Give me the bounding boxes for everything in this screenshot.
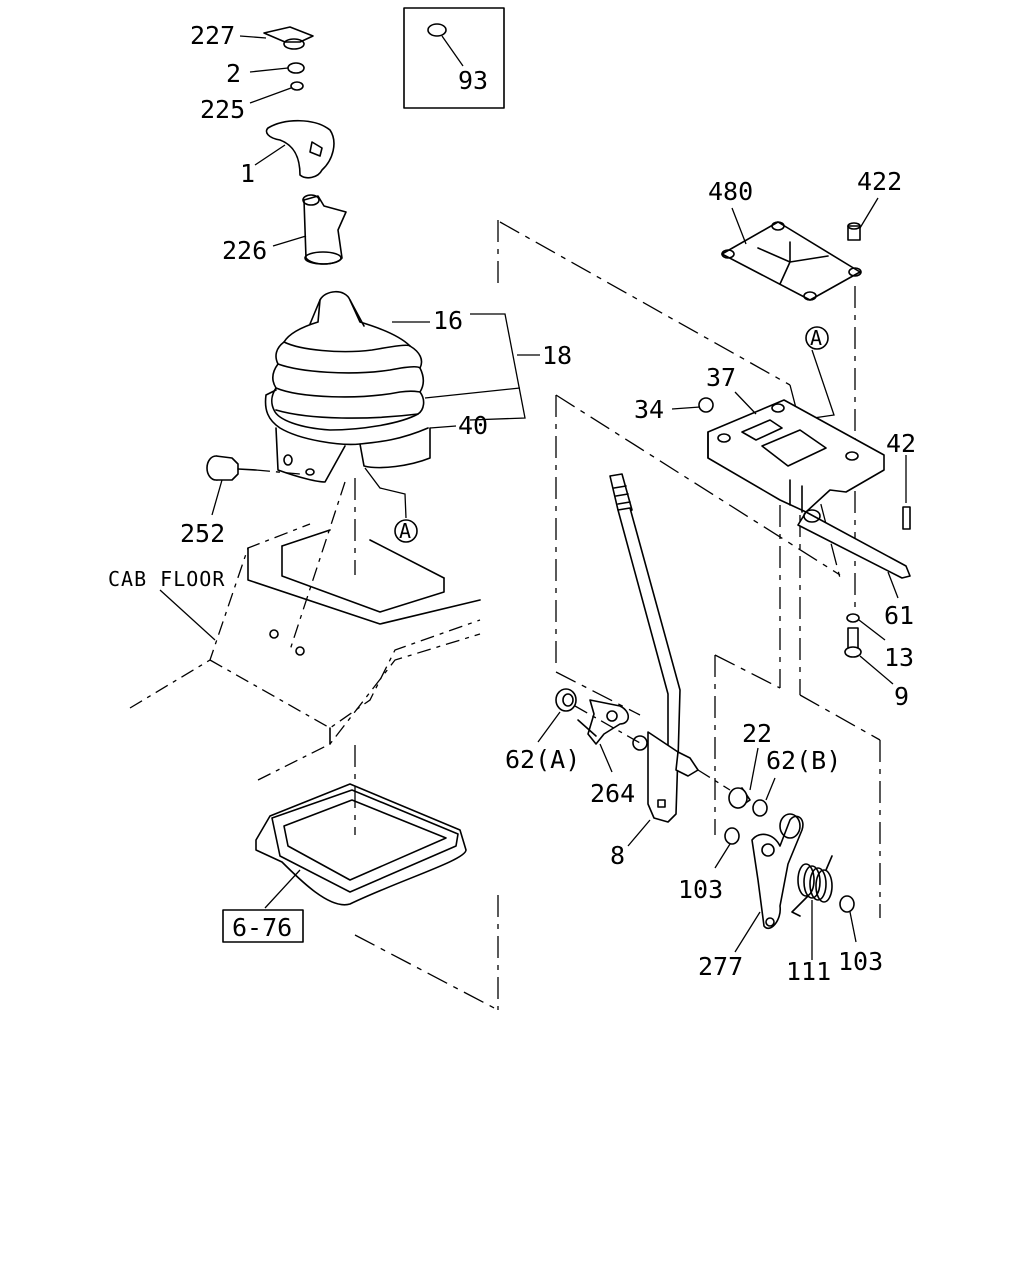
callout-40[interactable]: 40 (458, 411, 488, 440)
callout-264[interactable]: 264 (590, 779, 635, 808)
callout-103b[interactable]: 103 (838, 947, 883, 976)
callout-62a[interactable]: 62(A) (505, 745, 580, 774)
callout-8[interactable]: 8 (610, 841, 625, 870)
callout-252[interactable]: 252 (180, 519, 225, 548)
marker-a-right: A (799, 326, 835, 421)
part-2-nut: 2 (226, 59, 305, 88)
part-111-spring: 111 (786, 855, 833, 986)
part-16-boot: 16 (271, 290, 463, 431)
callout-227[interactable]: 227 (190, 21, 235, 50)
part-225-washer: 225 (200, 81, 304, 124)
marker-a-right-label[interactable]: A (810, 326, 823, 350)
part-226-adapter: 226 (222, 194, 347, 265)
cab-floor: CAB FLOOR (108, 523, 481, 781)
callout-480[interactable]: 480 (708, 177, 753, 206)
reference-6-76[interactable]: 6-76 (232, 913, 292, 942)
callout-37[interactable]: 37 (706, 363, 736, 392)
part-62b-bushing: 62(B) (752, 746, 841, 817)
part-62a-bushing: 62(A) (505, 688, 580, 774)
part-264-clamp: 264 (574, 699, 648, 808)
callout-225[interactable]: 225 (200, 95, 245, 124)
part-93-box: 93 (403, 7, 505, 109)
callout-226[interactable]: 226 (222, 236, 267, 265)
callout-1[interactable]: 1 (240, 159, 255, 188)
callout-42[interactable]: 42 (886, 429, 916, 458)
part-42-pin: 42 (886, 429, 916, 530)
part-9-bolt: 9 (844, 627, 909, 711)
marker-a-left-label[interactable]: A (399, 519, 412, 543)
callout-18[interactable]: 18 (542, 341, 572, 370)
part-103b-bushing: 103 (838, 895, 883, 976)
part-103a-bushing: 103 (678, 827, 740, 904)
callout-111[interactable]: 111 (786, 957, 831, 986)
callout-103a[interactable]: 103 (678, 875, 723, 904)
part-1-knob: 1 (240, 119, 335, 188)
part-252-bolt: 252 (180, 455, 301, 548)
part-22-bushing: 22 (728, 719, 772, 809)
view-boundary (354, 220, 881, 1011)
part-422-pin: 422 (847, 167, 902, 241)
part-34-nut: 34 (634, 395, 714, 424)
callout-22[interactable]: 22 (742, 719, 772, 748)
part-480-plate: 480 (708, 177, 862, 301)
callout-422[interactable]: 422 (857, 167, 902, 196)
callout-13[interactable]: 13 (884, 643, 914, 672)
part-13-washer: 13 (846, 613, 914, 672)
cab-floor-label[interactable]: CAB FLOOR (108, 567, 225, 591)
callout-18-bracket: 18 (424, 313, 572, 421)
callout-34[interactable]: 34 (634, 395, 664, 424)
callout-62b[interactable]: 62(B) (766, 746, 841, 775)
callout-277[interactable]: 277 (698, 952, 743, 981)
lower-cover-plate: 6-76 (222, 745, 467, 943)
part-37-housing: 37 (706, 363, 885, 513)
callout-61[interactable]: 61 (884, 601, 914, 630)
part-8-rod: 8 (609, 473, 731, 870)
part-227-cap: 227 (190, 21, 314, 50)
marker-a-left: A (364, 467, 418, 543)
centerline-bolt (289, 481, 346, 651)
callout-16[interactable]: 16 (433, 306, 463, 335)
callout-2[interactable]: 2 (226, 59, 241, 88)
callout-93[interactable]: 93 (458, 66, 488, 95)
boot-bracket (275, 427, 346, 483)
part-61-shaft: 61 (797, 509, 914, 630)
part-277-lever: 277 (698, 813, 804, 981)
callout-9[interactable]: 9 (894, 682, 909, 711)
part-40-plate: 40 (264, 389, 488, 469)
